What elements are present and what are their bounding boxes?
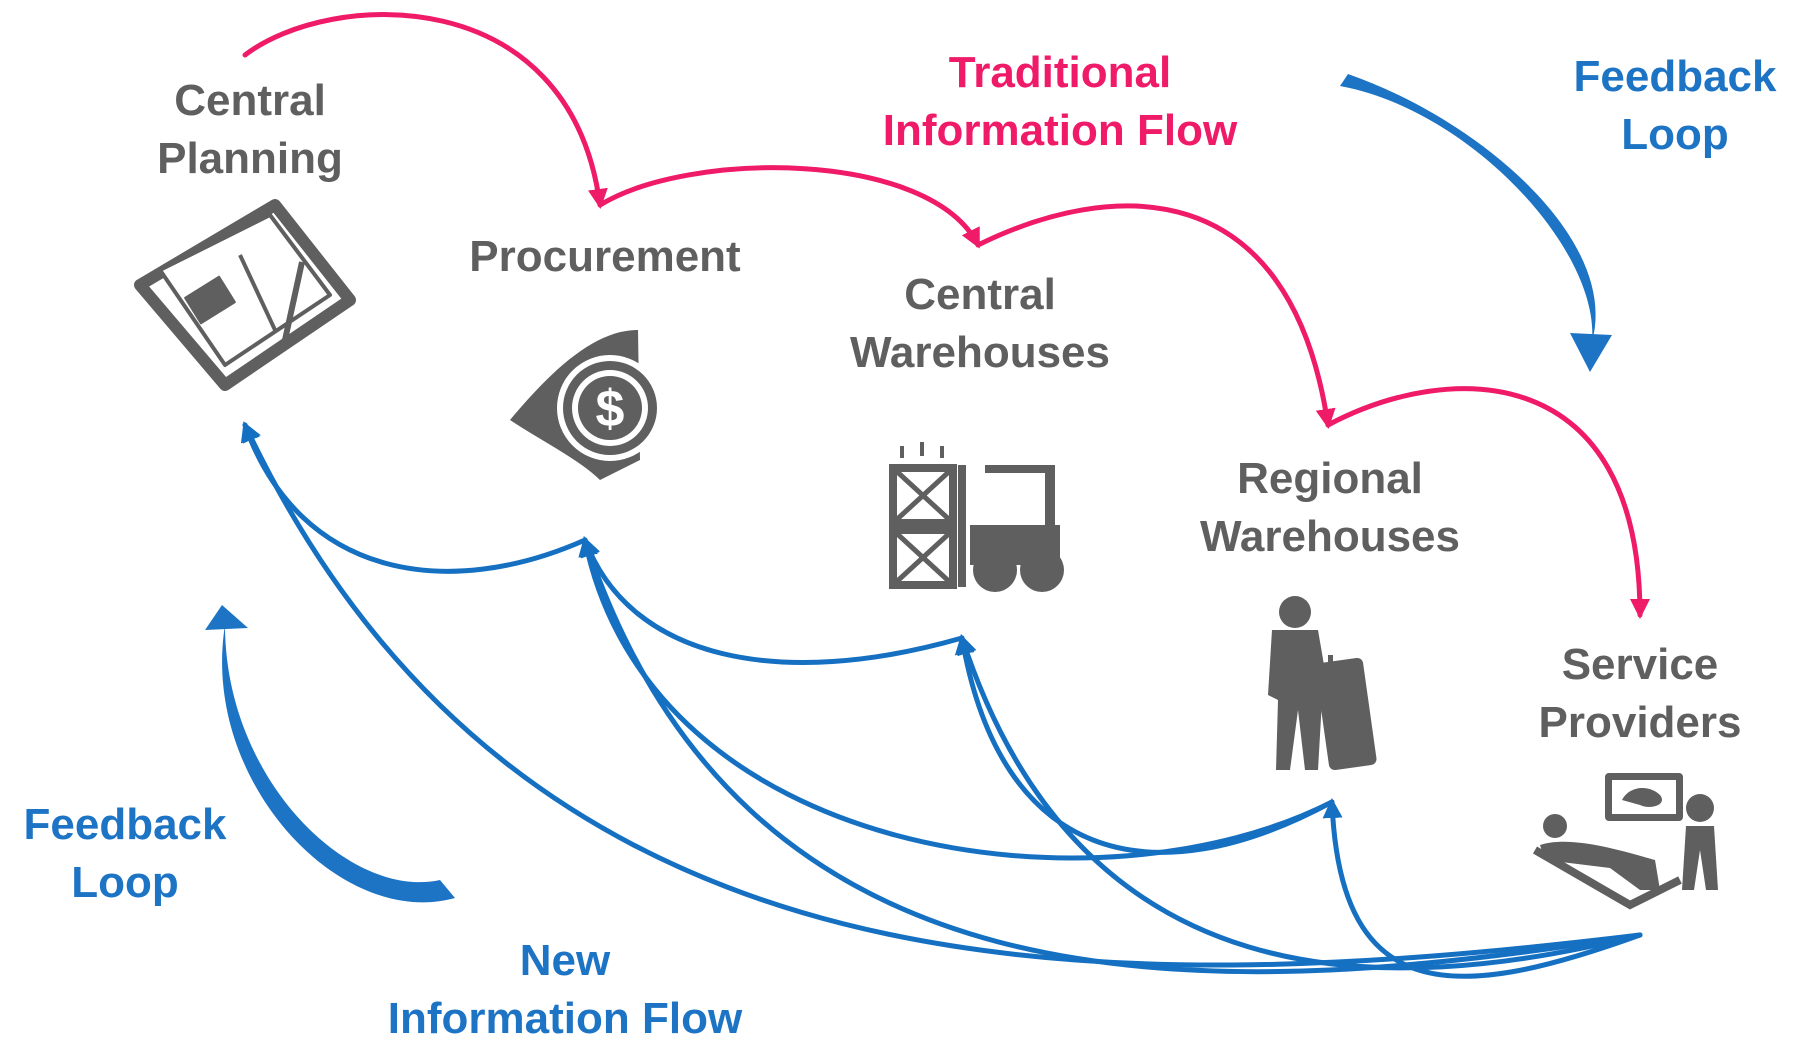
- arrow-regional-to-procurement: [578, 536, 1335, 861]
- new-flow-line2: Information Flow: [387, 994, 743, 1043]
- feedback-bottom-line2: Loop: [71, 858, 179, 907]
- arrow-procurement-to-planning: [240, 421, 588, 574]
- central-planning-line2: Planning: [157, 134, 343, 183]
- service-providers-line1: Service: [1561, 640, 1719, 689]
- arrow-service-to-central-warehouses: [957, 634, 1643, 971]
- arrow-regional-to-central-warehouses: [954, 634, 1335, 855]
- service-providers-label: Service Providers: [1510, 636, 1770, 752]
- traditional-flow-label: Traditional Information Flow: [850, 44, 1270, 160]
- forklift-crates-icon: [889, 442, 1064, 592]
- feedback-top-line2: Loop: [1621, 110, 1729, 159]
- regional-warehouses-line1: Regional: [1237, 454, 1423, 503]
- arrow-service-to-regional-warehouses: [1322, 798, 1643, 979]
- regional-warehouses-line2: Warehouses: [1199, 512, 1460, 561]
- central-planning-label: Central Planning: [130, 72, 370, 188]
- planner-book-icon: [134, 199, 356, 391]
- arrow-regional-to-service-providers: [1325, 386, 1650, 619]
- procurement-line1: Procurement: [469, 232, 741, 281]
- central-planning-line1: Central: [174, 76, 326, 125]
- new-flow-line1: New: [519, 936, 611, 985]
- central-warehouses-label: Central Warehouses: [820, 266, 1140, 382]
- traditional-flow-line1: Traditional: [948, 48, 1172, 97]
- regional-warehouses-label: Regional Warehouses: [1170, 450, 1490, 566]
- traditional-flow-line2: Information Flow: [882, 106, 1238, 155]
- svg-text:$: $: [596, 380, 625, 438]
- person-luggage-icon: [1268, 596, 1377, 771]
- arrow-procurement-to-central-warehouses: [597, 165, 981, 249]
- feedback-loop-top-label: Feedback Loop: [1555, 48, 1795, 164]
- feedback-loop-bottom: [205, 605, 455, 903]
- central-warehouses-line1: Central: [904, 270, 1056, 319]
- feedback-loop-top: [1340, 74, 1612, 372]
- new-flow-arrows: [240, 421, 1643, 979]
- central-warehouses-line2: Warehouses: [849, 328, 1110, 377]
- patient-monitor-icon: [1532, 773, 1718, 910]
- feedback-loop-bottom-label: Feedback Loop: [5, 796, 245, 912]
- traditional-flow-arrows: [242, 12, 1650, 619]
- arrow-planning-to-procurement: [242, 12, 608, 209]
- arrow-service-to-procurement: [580, 536, 1643, 975]
- new-flow-label: New Information Flow: [340, 932, 790, 1048]
- arrow-central-to-regional-warehouses: [975, 203, 1336, 429]
- money-dollar-icon: $: [510, 330, 663, 480]
- procurement-label: Procurement: [440, 228, 770, 286]
- service-providers-line2: Providers: [1538, 698, 1742, 747]
- feedback-top-line1: Feedback: [1573, 52, 1777, 101]
- feedback-bottom-line1: Feedback: [23, 800, 227, 849]
- arrow-central-warehouses-to-procurement: [581, 536, 965, 665]
